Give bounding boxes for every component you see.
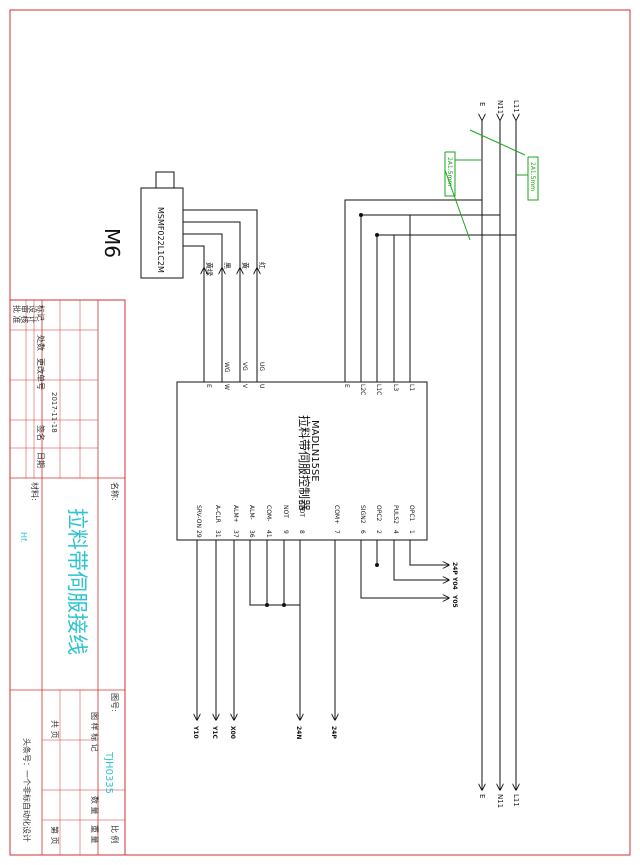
signal-WG: WG [223,362,230,373]
drawing-no: TJH0335 [103,751,114,794]
signal-Y04: Y04 [451,576,458,590]
motor-wires [183,209,257,382]
io-pin-name: A-CLR [214,505,221,523]
wire-yellow: 黄 [241,262,250,269]
wire-red: 红 [258,262,267,269]
pin-W: W [223,384,230,390]
signal-24P-right: 24P [451,562,458,575]
io-pin-num: 7 [333,530,340,534]
breaker-label-1: 2A1.5mm [446,157,453,186]
mains-L11-bottom: L11 [512,794,520,807]
pin-L3: L3 [392,384,399,391]
stage-label: 图 样 标 记 [90,712,100,752]
header-change-no: 更改单号 [36,358,46,390]
mains-lines [344,120,516,790]
signal-24N: 24N [295,726,302,739]
role-review: 审 核 [20,305,30,324]
io-pin-name: ALM- [248,505,255,520]
signal-24P-bottom: 24P [330,726,337,739]
io-pin-num: 41 [265,530,272,538]
motor-model: MSMF022L1C2M [156,207,165,273]
io-pin-name: POT [298,505,305,517]
io-pins: OPC1 1 PULS2 4 OPC2 2 SIGN2 6 COM+ 7 POT… [195,505,415,538]
io-pin-name: COM- [265,505,272,521]
io-pin-num: 29 [195,530,202,538]
io-pin-name: SIGN2 [359,505,366,524]
motor-label: M6 [100,228,124,258]
io-pin-num: 9 [282,530,289,534]
material-label: 材料: [30,482,40,501]
pin-U: U [258,384,265,388]
drawing-title: 拉料带伺服接线 [65,508,89,655]
header-date: 日期 [36,452,45,468]
title-block: 标记 处数 更改单号 签名 日期 2017-11-18 设 计 审 核 批 准 … [9,299,126,856]
date-value: 2017-11-18 [50,392,58,433]
pin-E-power: E [343,384,350,388]
header-mark: 标记 [36,305,46,321]
footer-credit: 头条号：一个非标自动化设计 [22,738,32,842]
weight-label: 重 量 [90,825,100,844]
name-label: 名称: [110,482,120,501]
signal-VG: VG [241,362,248,371]
io-pin-name: NOT [282,505,289,518]
io-pin-num: 6 [359,530,366,534]
mains-E-bottom: E [478,794,486,798]
signal-UG: UG [258,362,265,371]
io-wiring [197,540,449,720]
ratio-label: 比 例 [110,825,120,844]
signal-X00: X00 [229,726,236,739]
role-approve: 批 准 [12,305,22,324]
circuit-breaker [444,129,539,241]
driver-name: 拉料带伺服控制器 [297,415,312,511]
io-pin-num: 37 [232,530,239,538]
total-pages: 共 页 [50,720,59,739]
io-pin-name: COM+ [333,505,340,524]
role-design: 设 计 [28,305,38,324]
mains-N11-bottom: N11 [496,794,504,808]
material-value: Hf. [19,532,28,543]
io-pin-num: 2 [375,530,382,534]
driver-model: MADLN15SE [309,420,320,482]
io-pin-name: OPC2 [375,505,382,522]
pin-L2C: L2C [359,384,366,395]
signal-Y05: Y05 [451,594,458,608]
mains-N11-top: N11 [496,100,504,114]
qty-label: 数 量 [90,796,100,815]
io-pin-num: 31 [214,530,221,538]
drawing-no-label: 图号: [110,693,119,712]
mains-E-top: E [478,102,486,106]
io-pin-num: 8 [298,530,305,534]
mains-L11-top: L11 [512,100,520,113]
header-count: 处数 [36,335,46,351]
pin-L1C: L1C [375,384,382,395]
pin-E-motor: E [205,384,212,388]
io-pin-name: PULS2 [392,505,399,524]
io-pin-name: SRV-ON [195,505,202,528]
breaker-label-2: 2A1.5mm [529,162,536,191]
signal-Y1C: Y1C [211,725,218,740]
wire-black: 黑 [223,262,231,269]
io-pin-num: 4 [392,530,399,534]
signal-Y10: Y10 [192,725,199,739]
io-pin-name: OPC1 [408,505,415,522]
servo-motor: MSMF022L1C2M M6 [100,171,184,279]
io-pin-num: 1 [408,530,415,534]
page-number: 第 页 [50,826,60,845]
wire-yellow-green: 黄绿 [205,262,214,276]
header-sign: 签名 [36,425,46,441]
pin-V: V [241,384,248,389]
pin-L1: L1 [408,384,415,391]
io-pin-num: 36 [248,530,255,538]
io-pin-name: ALM+ [232,505,239,523]
servo-driver [176,381,428,541]
